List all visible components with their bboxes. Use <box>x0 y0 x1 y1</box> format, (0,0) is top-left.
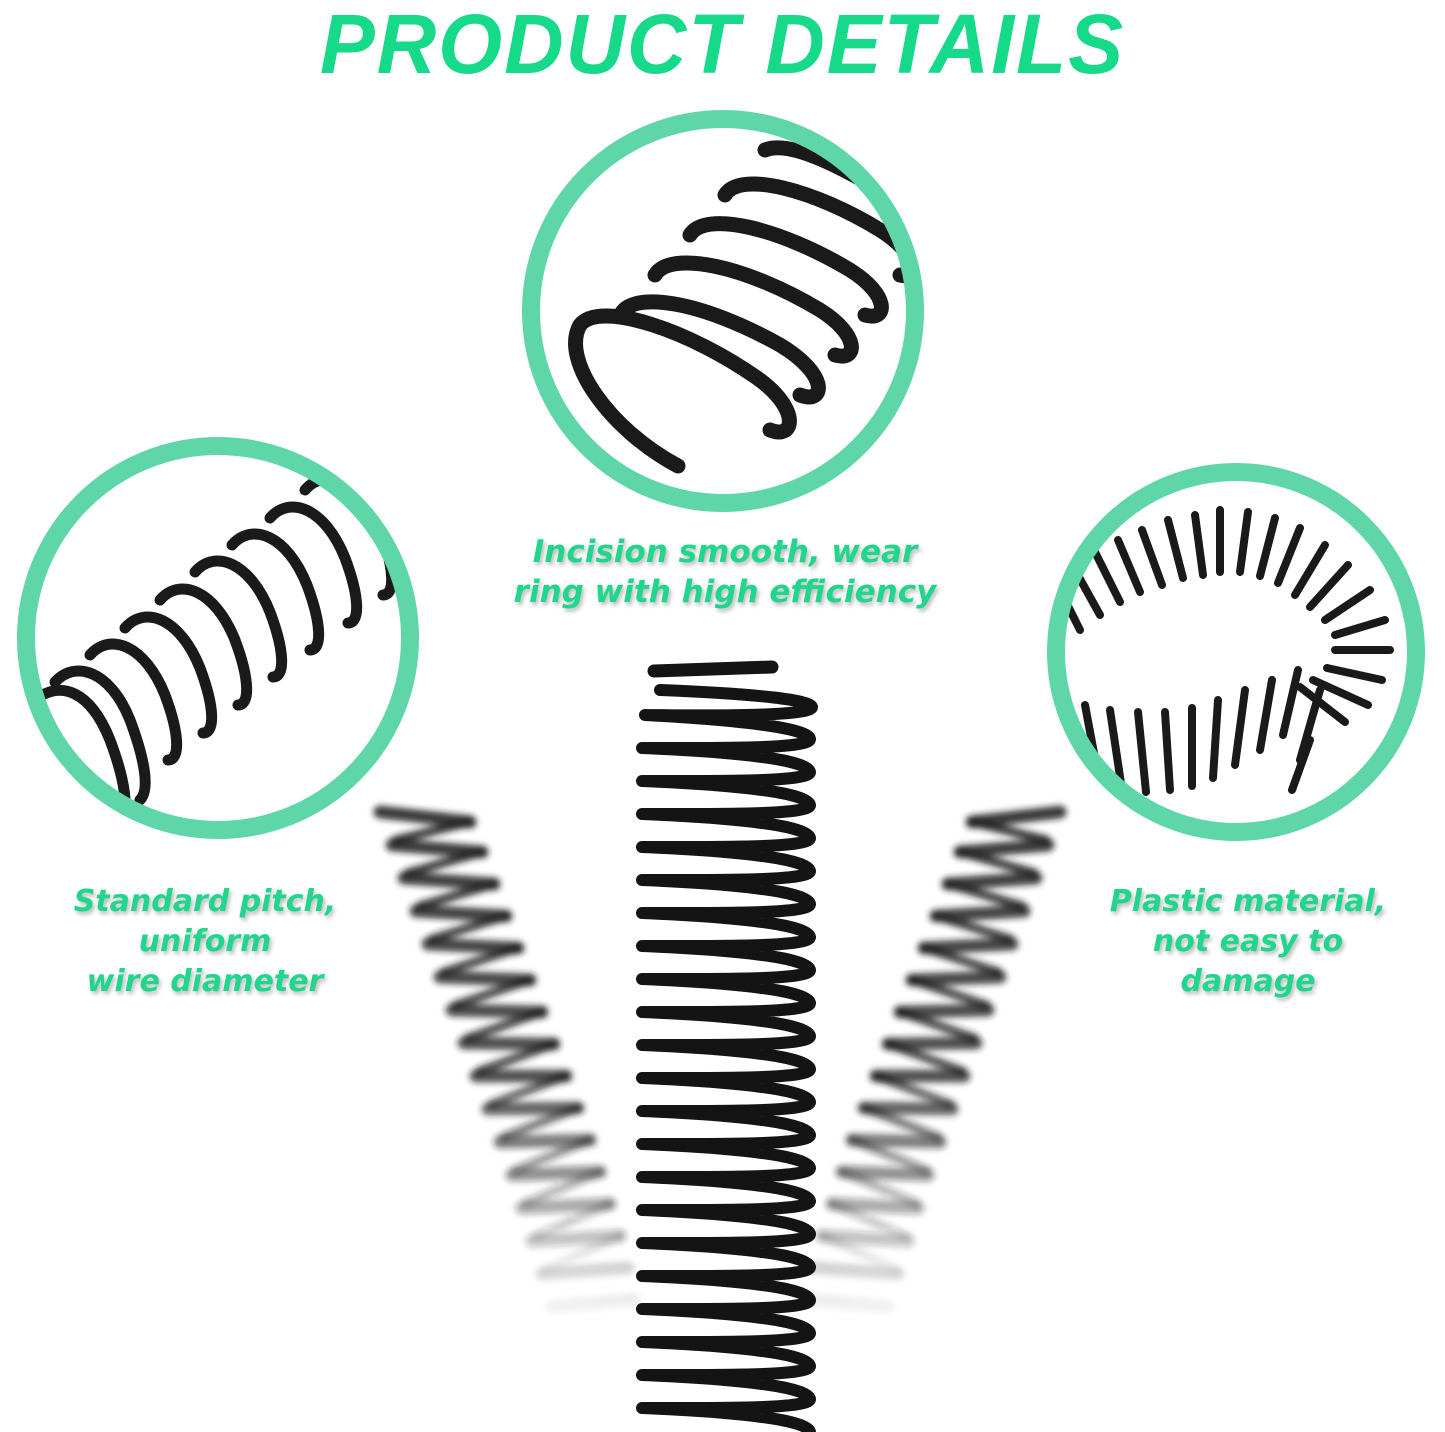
caption-line: Incision smooth, wear <box>532 534 918 570</box>
left-blurred-spring-image <box>373 805 641 1314</box>
caption-line: ring with high efficiency <box>513 574 937 610</box>
caption-line: uniform <box>138 924 272 959</box>
right-blurred-spring-image <box>801 805 1067 1314</box>
right-detail-circle <box>1047 463 1425 841</box>
coil-end-closeup <box>568 140 915 474</box>
feature-caption-incision: Incision smooth, wear ring with high eff… <box>470 532 980 612</box>
caption-line: Plastic material, <box>1109 884 1387 919</box>
caption-line: not easy to <box>1152 924 1344 959</box>
top-detail-circle <box>522 110 924 512</box>
feature-caption-pitch: Standard pitch, uniform wire diameter <box>30 882 380 1002</box>
left-detail-circle <box>17 437 419 839</box>
caption-line: Standard pitch, <box>73 884 337 919</box>
center-spring-image <box>636 660 819 1432</box>
page-title: PRODUCT DETAILS <box>319 0 1126 91</box>
feature-caption-material: Plastic material, not easy to damage <box>1068 882 1428 1002</box>
caption-line: wire diameter <box>86 964 324 999</box>
caption-line: damage <box>1180 964 1316 999</box>
